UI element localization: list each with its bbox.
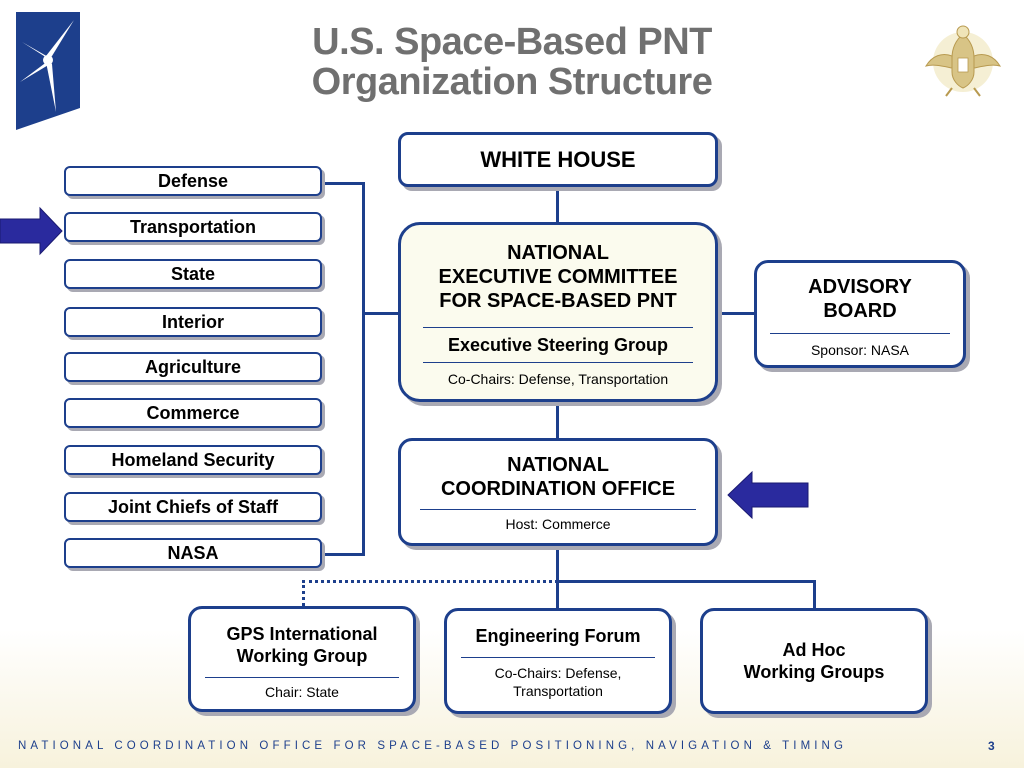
engforum-cochairs: Co-Chairs: Defense, Transportation [447,664,669,700]
page-number: 3 [988,739,995,753]
dept-to-excom-line [362,312,400,315]
dept-label: Interior [161,311,224,332]
nco-branch-horizontal [556,580,816,583]
dept-commerce: Commerce [64,398,322,428]
to-engforum-line [556,580,559,608]
arrow-left-icon [727,470,809,520]
excom-to-nco-line [556,402,559,438]
advisory-title: ADVISORY BOARD [757,275,963,323]
dept-label: Agriculture [144,356,241,377]
to-gps-dotted-drop [302,580,305,606]
excom-cochairs: Co-Chairs: Defense, Transportation [447,371,669,387]
dept-nasa: NASA [64,538,322,568]
dept-label: State [170,263,215,284]
excom-box: NATIONAL EXECUTIVE COMMITTEE FOR SPACE-B… [398,222,718,402]
dept-state: State [64,259,322,289]
dept-agriculture: Agriculture [64,352,322,382]
excom-to-advisory-line [718,312,754,315]
adhoc-box: Ad Hoc Working Groups [700,608,928,714]
excom-line-2: EXECUTIVE COMMITTEE [438,266,678,288]
engforum-title: Engineering Forum [475,626,641,646]
nco-host: Host: Commerce [505,516,611,532]
white-house-box: WHITE HOUSE [398,132,718,187]
footer-text: NATIONAL COORDINATION OFFICE FOR SPACE-B… [18,740,847,752]
dept-joint-chiefs: Joint Chiefs of Staff [64,492,322,522]
dept-interior: Interior [64,307,322,337]
divider [420,509,696,510]
adhoc-line-1: Ad Hoc [782,640,846,660]
dept-label: NASA [167,542,219,563]
dept-bracket-vertical [362,182,365,556]
gps-iwg-box: GPS International Working Group Chair: S… [188,606,416,712]
dept-label: Commerce [146,402,240,423]
pnt-star-logo [16,12,80,130]
steering-group-label: Executive Steering Group [447,335,669,355]
us-seal-icon [924,25,1002,97]
engforum-cochairs-line-2: Transportation [513,683,603,699]
divider [423,327,693,328]
dept-homeland-security: Homeland Security [64,445,322,475]
advisory-line-1: ADVISORY [808,276,912,298]
gps-iwg-title: GPS International Working Group [191,623,413,667]
page-title: U.S. Space-Based PNT Organization Struct… [200,22,824,102]
gps-iwg-chair: Chair: State [265,684,339,700]
dept-label: Homeland Security [111,449,275,470]
title-line-2: Organization Structure [311,61,713,103]
arrow-right-icon [0,206,63,256]
advisory-line-2: BOARD [823,300,897,322]
nco-title: NATIONAL COORDINATION OFFICE [401,453,715,501]
to-adhoc-line [813,580,816,608]
to-gps-dotted-line [302,580,558,583]
gps-iwg-line-1: GPS International [226,624,378,644]
dept-connector-bottom [322,553,364,556]
divider [423,362,693,363]
title-line-1: U.S. Space-Based PNT [312,21,712,63]
adhoc-title: Ad Hoc Working Groups [703,639,925,683]
divider [770,333,950,334]
dept-transportation: Transportation [64,212,322,242]
advisory-board-box: ADVISORY BOARD Sponsor: NASA [754,260,966,368]
dept-label: Transportation [129,216,256,237]
advisory-sponsor: Sponsor: NASA [810,342,910,358]
divider [461,657,655,658]
nco-box: NATIONAL COORDINATION OFFICE Host: Comme… [398,438,718,546]
excom-title: NATIONAL EXECUTIVE COMMITTEE FOR SPACE-B… [401,241,715,313]
dept-connector-top [322,182,364,185]
dept-label: Joint Chiefs of Staff [108,496,278,517]
divider [205,677,399,678]
excom-line-3: FOR SPACE-BASED PNT [439,290,677,312]
excom-line-1: NATIONAL [507,242,609,264]
engineering-forum-box: Engineering Forum Co-Chairs: Defense, Tr… [444,608,672,714]
adhoc-line-2: Working Groups [743,662,885,682]
white-house-label: WHITE HOUSE [480,147,636,172]
dept-defense: Defense [64,166,322,196]
dept-label: Defense [157,170,229,191]
gps-iwg-line-2: Working Group [236,646,368,666]
wh-to-excom-line [556,187,559,222]
nco-line-2: COORDINATION OFFICE [440,478,676,500]
engforum-cochairs-line-1: Co-Chairs: Defense, [494,665,622,681]
nco-down-line [556,546,559,582]
nco-line-1: NATIONAL [507,454,609,476]
